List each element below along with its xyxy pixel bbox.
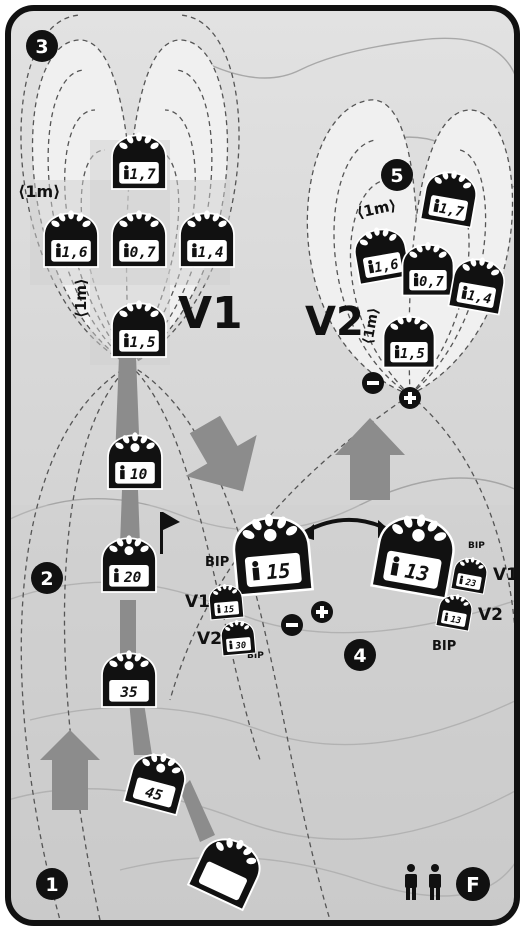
switch-device-big-right: 13 (370, 514, 455, 600)
v2-device-center-reading: 0,7 (419, 274, 444, 290)
step-badge-5: 5 (381, 159, 413, 191)
v1-device-bottom: 1,5 (111, 300, 167, 358)
two-victims-icon (405, 864, 441, 900)
bip-label-small-left: BIP (247, 651, 264, 661)
v2-label: V2 (305, 299, 364, 345)
svg-text:3: 3 (35, 36, 48, 58)
switch-device-small-v1-right-reading: 23 (464, 578, 477, 590)
bip-label-small-right: BIP (468, 541, 485, 551)
v2-device-right-reading: 1,4 (466, 288, 493, 308)
step-badge-final: F (456, 867, 490, 901)
small-v1-right: V1 (493, 565, 518, 585)
v1-device-left-reading: 1,6 (62, 245, 88, 261)
switch-device-small-v2-right: 13 (435, 594, 473, 632)
v2-device-bottom-reading: 1,5 (400, 346, 425, 362)
v1-device-right: 1,4 (179, 210, 235, 268)
step-badge-2: 2 (31, 562, 63, 594)
path-device-10-reading: 10 (130, 467, 148, 483)
v2-device-bottom: 1,5 (382, 313, 436, 369)
switch-device-small-v2-left-reading: 30 (234, 641, 246, 652)
switch-device-small-v1-right: 23 (450, 557, 488, 595)
v2-device-center: 0,7 (401, 241, 455, 297)
v2-device-left-reading: 1,6 (373, 256, 400, 276)
v2-device-top: 1,7 (419, 170, 477, 229)
v1-device-left: 1,6 (43, 210, 99, 268)
v2-minus-button (362, 372, 384, 394)
path-device-10: 10 (107, 432, 163, 490)
path-device-45: 45 (122, 753, 186, 817)
switch-device-small-v1-left: 15 (208, 583, 245, 621)
path-device-35-reading: 35 (119, 685, 138, 701)
path-device-20: 20 (101, 535, 157, 593)
v2-plus-button (399, 387, 421, 409)
v2-device-left: 1,6 (354, 227, 412, 286)
v1-device-top: 1,7 (111, 132, 167, 190)
v2-device-right: 1,4 (447, 257, 505, 316)
one-meter-label-v2-h: ⟨1m⟩ (355, 196, 398, 222)
svg-text:4: 4 (353, 645, 366, 667)
v1-device-right-reading: 1,4 (198, 245, 224, 261)
small-v1-left: V1 (185, 592, 210, 612)
svg-text:1: 1 (45, 874, 58, 896)
flag-icon (160, 512, 180, 554)
switch-device-small-v2-left: 30 (220, 619, 257, 657)
one-meter-label-v2-v: ⟨1m⟩ (360, 306, 382, 345)
v1-device-top-reading: 1,7 (130, 167, 156, 183)
step-badge-4: 4 (344, 639, 376, 671)
switch-device-small-v1-left-reading: 15 (223, 605, 234, 616)
svg-text:F: F (466, 873, 480, 897)
one-meter-label-v1-v: ⟨1m⟩ (72, 278, 90, 318)
path-device-45-reading: 45 (143, 785, 164, 805)
small-v2-left: V2 (197, 629, 222, 649)
v1-device-bottom-reading: 1,5 (130, 335, 156, 351)
switch-device-small-v2-right-reading: 13 (450, 615, 462, 627)
path-device-start (186, 837, 261, 912)
switch-device-big-left: 15 (232, 513, 314, 597)
small-v2-right: V2 (478, 605, 503, 625)
switch-device-big-left-reading: 15 (265, 558, 291, 584)
v1-device-center-reading: 0,7 (130, 245, 156, 261)
path-device-35: 35 (101, 650, 157, 708)
switch-device-big-right-reading: 13 (403, 558, 431, 586)
svg-text:2: 2 (40, 568, 53, 590)
bip-label-right: BIP (432, 639, 456, 654)
v1-device-center: 0,7 (111, 210, 167, 268)
step-badge-1: 1 (36, 868, 68, 900)
step-badges: 3 5 2 4 1 F (26, 30, 490, 901)
search-path-arrows (40, 330, 405, 842)
v2-device-top-reading: 1,7 (438, 201, 466, 221)
bip-label-left: BIP (205, 555, 229, 570)
v1-label: V1 (178, 288, 243, 339)
path-device-20-reading: 20 (123, 570, 142, 586)
step-badge-3: 3 (26, 30, 58, 62)
svg-text:5: 5 (390, 165, 403, 187)
one-meter-label-v1-h: ⟨1m⟩ (18, 182, 60, 201)
switch-minus-button (281, 614, 303, 636)
switch-plus-button (311, 601, 333, 623)
